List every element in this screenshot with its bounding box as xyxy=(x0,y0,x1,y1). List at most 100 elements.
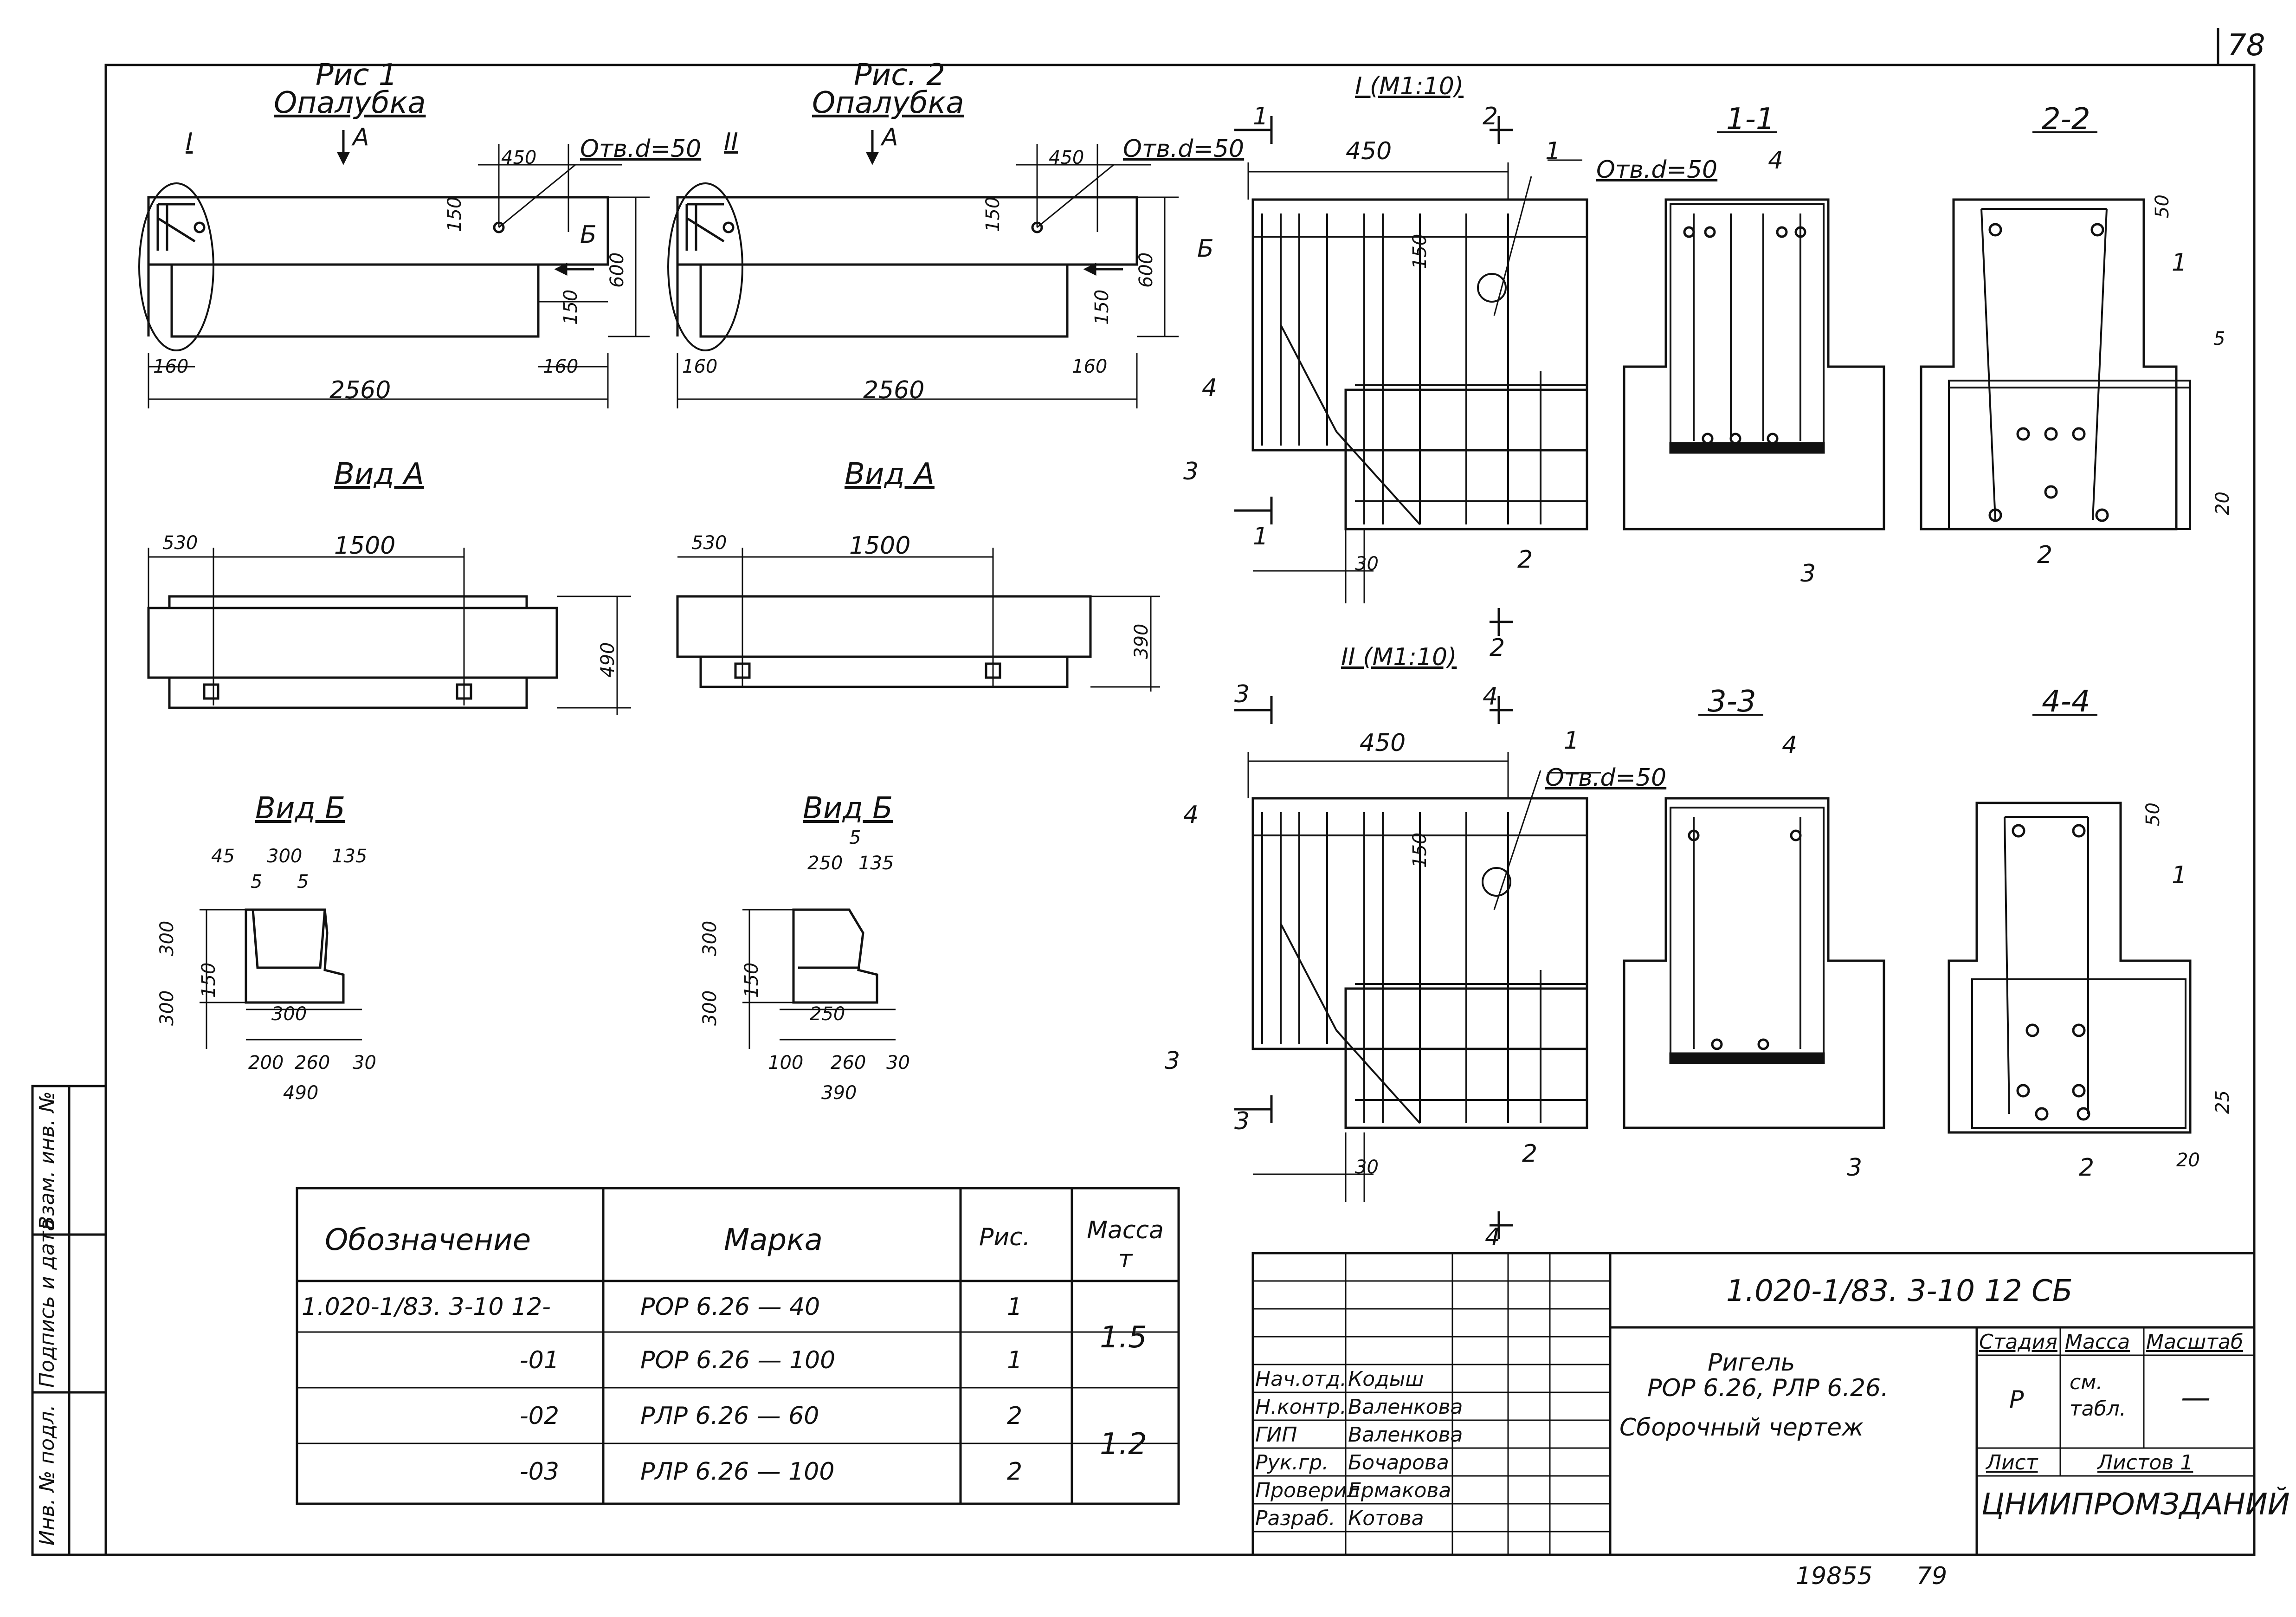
section-4-4 xyxy=(1948,714,2192,1134)
view-a1 xyxy=(147,548,631,715)
detail-i-mark-2: 2 xyxy=(1517,546,1533,574)
figure1-dim-150b: 150 xyxy=(560,289,581,325)
figure2-dim-450: 450 xyxy=(1049,147,1084,168)
left-strip-replacement-inv: Взам. инв. № xyxy=(35,1091,59,1230)
section-1-1-mark-3: 3 xyxy=(1800,560,1816,588)
title-role-3: Рук.гр. xyxy=(1255,1451,1329,1475)
detail-ii-hole: Отв.d=50 xyxy=(1545,764,1667,792)
figure2-formwork xyxy=(667,130,1179,408)
figure1-dim-450: 450 xyxy=(501,147,537,168)
view-b1-dim-135: 135 xyxy=(332,846,368,867)
view-b1-dim-300b: 300 xyxy=(271,1003,307,1025)
figure2-callout: II xyxy=(724,128,738,156)
view-b1-dim-300v1: 300 xyxy=(156,920,178,956)
detail-i-dim-150: 150 xyxy=(1409,233,1431,269)
figure1-title: Рис 1 xyxy=(316,58,398,92)
figure1-hole: Отв.d=50 xyxy=(580,135,702,163)
detail-i-hole: Отв.d=50 xyxy=(1596,156,1718,184)
title-scale: — xyxy=(2181,1381,2211,1415)
detail-ii-mark-2: 2 xyxy=(1522,1140,1538,1168)
section-1-1 xyxy=(1623,131,1885,530)
view-b2-dim-150: 150 xyxy=(741,962,762,998)
title-name-line2: РОР 6.26, РЛР 6.26. xyxy=(1647,1374,1889,1402)
figure1-callout: I xyxy=(186,128,193,156)
view-a2-title: Вид А xyxy=(845,457,935,492)
view-b2-dim-5: 5 xyxy=(849,827,861,848)
view-a2-dim-530: 530 xyxy=(691,532,727,554)
title-stage: Р xyxy=(2009,1386,2024,1414)
title-name-5: Котова xyxy=(1348,1507,1424,1530)
title-name-1: Валенкова xyxy=(1348,1395,1463,1419)
spec-header-mass: Масса т xyxy=(1087,1216,1164,1274)
figure1-dim-150a: 150 xyxy=(444,196,465,232)
section-4-4-dim-25: 25 xyxy=(2212,1090,2233,1114)
title-sheets-header: Листов 1 xyxy=(2097,1451,2193,1475)
spec-header-fig: Рис. xyxy=(979,1223,1031,1251)
view-b1-dim-490: 490 xyxy=(283,1082,319,1104)
title-role-2: ГИП xyxy=(1255,1423,1297,1447)
section-1-1-title: 1-1 xyxy=(1726,102,1775,136)
section-2-2-dim-50: 50 xyxy=(2152,194,2173,218)
view-b2-dim-135: 135 xyxy=(858,853,894,874)
figure1-dim-2560: 2560 xyxy=(329,376,391,404)
spec-mass-2: 1.2 xyxy=(1100,1427,1147,1462)
section-3-3 xyxy=(1623,714,1885,1129)
detail-ii-dim-450: 450 xyxy=(1360,729,1406,757)
view-b2-dim-260: 260 xyxy=(831,1052,866,1074)
title-name-3: Бочарова xyxy=(1348,1451,1449,1475)
figure2-dim-150b: 150 xyxy=(1091,289,1113,325)
spec-row4-mark: РЛР 6.26 — 100 xyxy=(640,1458,835,1486)
section-2-2-mark-1: 1 xyxy=(2172,249,2187,277)
detail-ii-dim-150: 150 xyxy=(1409,832,1431,868)
figure2-view-arrow: А xyxy=(882,123,898,151)
detail-ii xyxy=(1234,696,1601,1239)
spec-row1-mark: РОР 6.26 — 40 xyxy=(640,1293,820,1321)
detail-ii-mark-3: 3 xyxy=(1165,1047,1180,1075)
title-role-4: Проверил xyxy=(1255,1479,1360,1502)
view-b2-title: Вид Б xyxy=(803,791,893,826)
figure1-dim-160b: 160 xyxy=(543,356,579,377)
section-2-2-title: 2-2 xyxy=(2042,102,2090,136)
view-a2-dim-390: 390 xyxy=(1131,623,1152,659)
spec-row2-mark: РОР 6.26 — 100 xyxy=(640,1346,836,1374)
view-b2-dim-30: 30 xyxy=(886,1052,910,1074)
section-3-3-title: 3-3 xyxy=(1708,685,1756,719)
spec-row3-code: -02 xyxy=(520,1402,559,1430)
title-mass: см. табл. xyxy=(2070,1371,2126,1421)
figure2-dim-150a: 150 xyxy=(982,196,1004,232)
left-strip-inv-no: Инв. № подл. xyxy=(35,1404,59,1546)
title-doc-code: 1.020-1/83. 3-10 12 СБ xyxy=(1726,1274,2073,1308)
view-a1-dim-530: 530 xyxy=(162,532,198,554)
spec-row1-code: 1.020-1/83. 3-10 12- xyxy=(302,1293,551,1321)
view-b1-dim-300: 300 xyxy=(267,846,303,867)
section-4-4-title: 4-4 xyxy=(2042,685,2090,719)
view-a1-dim-490: 490 xyxy=(597,642,619,678)
figure1-subtitle: Опалубка xyxy=(274,86,426,120)
section-4-4-dim-50: 50 xyxy=(2142,802,2164,826)
detail-i-mark-1a: 1 xyxy=(1545,137,1561,165)
view-b2-dim-300v2: 300 xyxy=(699,990,721,1026)
spec-row2-code: -01 xyxy=(520,1346,559,1374)
section-2-2-dim-5: 5 xyxy=(2213,328,2225,349)
detail-ii-title: II (М1:10) xyxy=(1341,643,1457,671)
view-b1-dim-5a: 5 xyxy=(251,871,263,893)
view-b1-dim-30: 30 xyxy=(353,1052,376,1074)
view-b1-dim-200: 200 xyxy=(248,1052,284,1074)
title-role-5: Разраб. xyxy=(1255,1507,1335,1530)
detail-ii-cut4-top: 4 xyxy=(1483,683,1498,711)
section-1-1-mark-4: 4 xyxy=(1768,147,1784,175)
view-b2-dim-300v1: 300 xyxy=(699,920,721,956)
figure2-dim-600: 600 xyxy=(1135,252,1157,288)
section-2-2-mark-2: 2 xyxy=(2037,541,2053,569)
view-b2-dim-390: 390 xyxy=(821,1082,857,1104)
detail-i-cut1-top: 1 xyxy=(1253,103,1269,130)
detail-i-dim-450: 450 xyxy=(1346,137,1392,165)
detail-i-mark-3: 3 xyxy=(1183,458,1199,485)
view-b1-title: Вид Б xyxy=(255,791,345,826)
spec-row3-mark: РЛР 6.26 — 60 xyxy=(640,1402,819,1430)
section-2-2-dim-20: 20 xyxy=(2212,492,2233,515)
view-b1-dim-300v2: 300 xyxy=(156,990,178,1026)
figure2-hole: Отв.d=50 xyxy=(1123,135,1245,163)
title-name-4: Ермакова xyxy=(1348,1479,1451,1502)
figure2-subtitle: Опалубка xyxy=(812,86,964,120)
